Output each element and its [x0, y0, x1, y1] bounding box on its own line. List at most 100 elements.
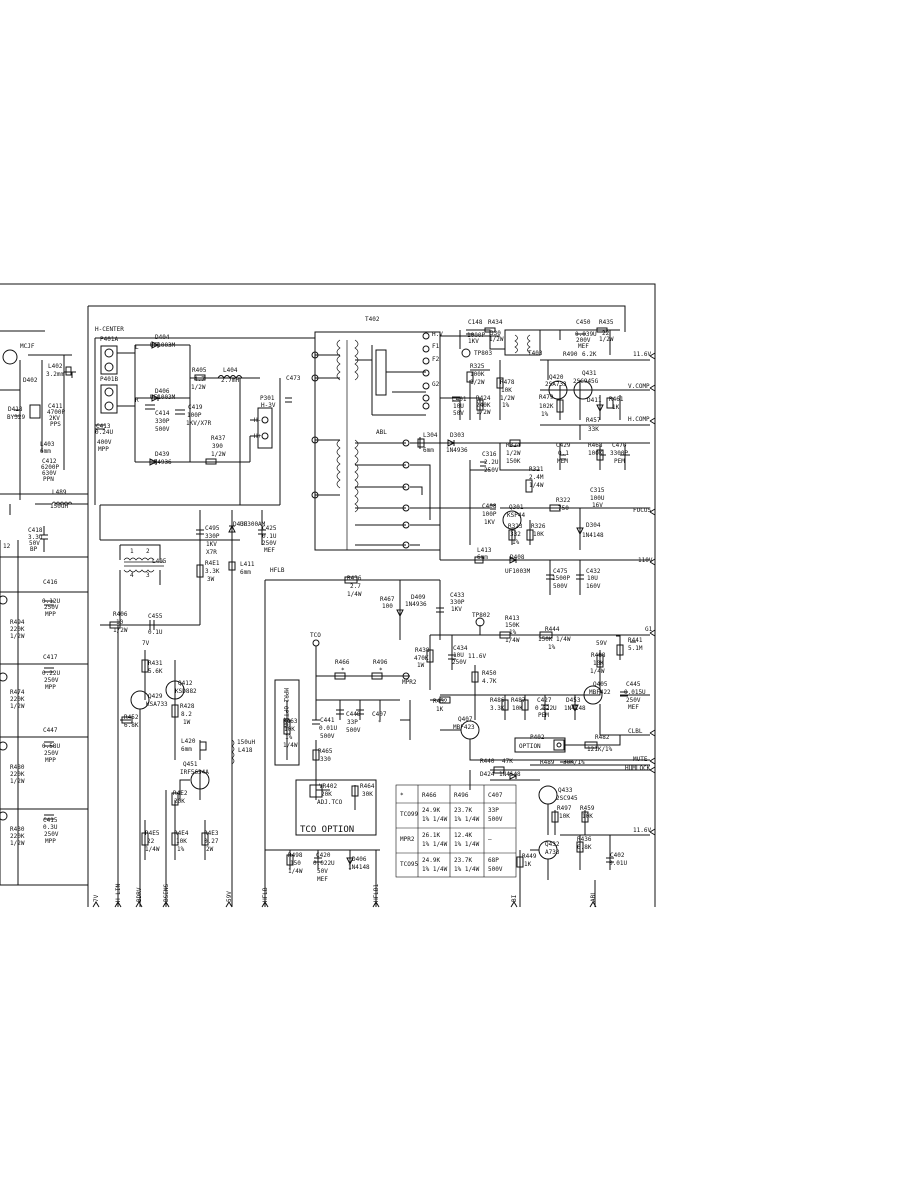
bottom-port-label: BDRV	[136, 887, 143, 902]
component-label: 500V	[553, 583, 568, 590]
component-label: C413	[96, 423, 111, 430]
component-label: TP803	[474, 350, 492, 357]
component-label: C441	[320, 717, 335, 724]
component-label: L	[135, 344, 139, 351]
component-label: 30K	[362, 791, 373, 798]
component-label: CLBL	[628, 728, 643, 735]
component-label: MPP	[45, 757, 56, 764]
component-label: C448	[346, 711, 361, 718]
component-label: L304	[423, 432, 438, 439]
component-label: 2	[146, 548, 150, 555]
table-cell: TCO99	[400, 811, 418, 818]
component-label: 330P	[155, 418, 170, 425]
component-label: L404	[223, 367, 238, 374]
component-label: V.COMP	[628, 383, 650, 390]
component-label: 1%	[512, 539, 520, 546]
component-label: 160V	[586, 583, 601, 590]
component-label: 2SA733	[545, 381, 567, 388]
component-label: 250V	[44, 831, 59, 838]
component-label: 5.1M	[628, 645, 643, 652]
component-label: 8.2	[181, 711, 192, 718]
component-label: R326	[531, 523, 546, 530]
component-label: D406	[155, 388, 170, 395]
component-label: 1/2W	[489, 336, 504, 343]
component-label: 1KV	[206, 541, 217, 548]
component-label: 150	[290, 860, 301, 867]
tco-option-section	[274, 639, 410, 836]
component-label: R4E3	[204, 830, 219, 837]
component-label: 6mm	[423, 447, 434, 454]
component-label: 33P	[347, 719, 358, 726]
component-label: PEM	[614, 458, 625, 465]
component-label: MPP	[45, 611, 56, 618]
component-label: 220K	[10, 626, 25, 633]
component-label: L402	[48, 363, 63, 370]
component-label: 1%	[502, 402, 510, 409]
component-label: 1/4W	[505, 637, 520, 644]
component-label: D303	[450, 432, 465, 439]
component-label: 0.1	[558, 450, 569, 457]
component-label: C418	[28, 527, 43, 534]
component-label: 150uH	[50, 503, 68, 510]
component-label: 10K	[284, 726, 295, 733]
component-label: D411	[587, 397, 602, 404]
component-label: 1N4936	[150, 459, 172, 466]
component-label: 1KV	[468, 338, 479, 345]
bottom-port-label: H-LIN	[115, 884, 122, 902]
component-label: 1N4936	[446, 447, 468, 454]
component-label: 12	[3, 543, 11, 550]
component-label: T402	[365, 316, 380, 323]
component-label: 1%	[285, 734, 293, 741]
bottom-port-label: ABL	[590, 891, 597, 902]
component-label: 630V	[42, 470, 57, 477]
component-label: 10K	[176, 838, 187, 845]
component-label: 1/2W	[500, 395, 515, 402]
component-label: 1K	[524, 861, 532, 868]
bottom-section	[265, 700, 411, 907]
component-label: 110V	[638, 557, 653, 564]
component-label: F1	[432, 343, 440, 350]
component-label: IRF5634A	[180, 769, 209, 776]
component-label: C427	[537, 697, 552, 704]
component-label: C415	[43, 817, 58, 824]
component-label: 10K	[512, 705, 523, 712]
component-label: MBF423	[453, 724, 475, 731]
component-label: 100P	[187, 412, 202, 419]
component-label: C401	[452, 396, 467, 403]
component-label: R497	[557, 805, 572, 812]
component-label: L411	[240, 561, 255, 568]
component-label: 4	[130, 572, 134, 579]
h-center-section	[94, 337, 315, 541]
component-label: 2KV	[49, 415, 60, 422]
component-label: C475	[553, 568, 568, 575]
component-label: 390	[212, 443, 223, 450]
tco-option-label: TCO OPTION	[300, 825, 354, 835]
component-label: G1	[645, 626, 653, 633]
component-label: 1W	[183, 719, 191, 726]
component-label: 6mm	[40, 448, 51, 455]
component-label: C425	[262, 525, 277, 532]
component-label: 6.2K	[582, 351, 597, 358]
component-label: 500V	[320, 733, 335, 740]
component-label: UF1003M	[150, 342, 176, 349]
component-label: 1/2W	[10, 778, 25, 785]
component-label: 3.2mm	[46, 371, 64, 378]
table-cell: 24.9K	[422, 807, 440, 814]
component-label: 47K	[502, 758, 513, 765]
component-label: H-3V	[261, 402, 276, 409]
bottom-port-label: HFLB	[262, 887, 269, 902]
component-label: HFLB	[270, 567, 285, 574]
component-label: T403	[528, 350, 543, 357]
component-label: R435	[599, 319, 614, 326]
component-label: KSP44	[507, 512, 525, 519]
component-label: 1	[130, 548, 134, 555]
component-label: 2.2U	[484, 459, 499, 466]
component-label: R489	[540, 759, 555, 766]
component-label: R482	[595, 734, 610, 741]
component-label: R494	[10, 619, 25, 626]
component-label: 1/2W	[10, 840, 25, 847]
component-label: 6mm	[240, 569, 251, 576]
component-label: D424	[480, 771, 495, 778]
table-cell: 1% 1/4W	[454, 841, 480, 848]
